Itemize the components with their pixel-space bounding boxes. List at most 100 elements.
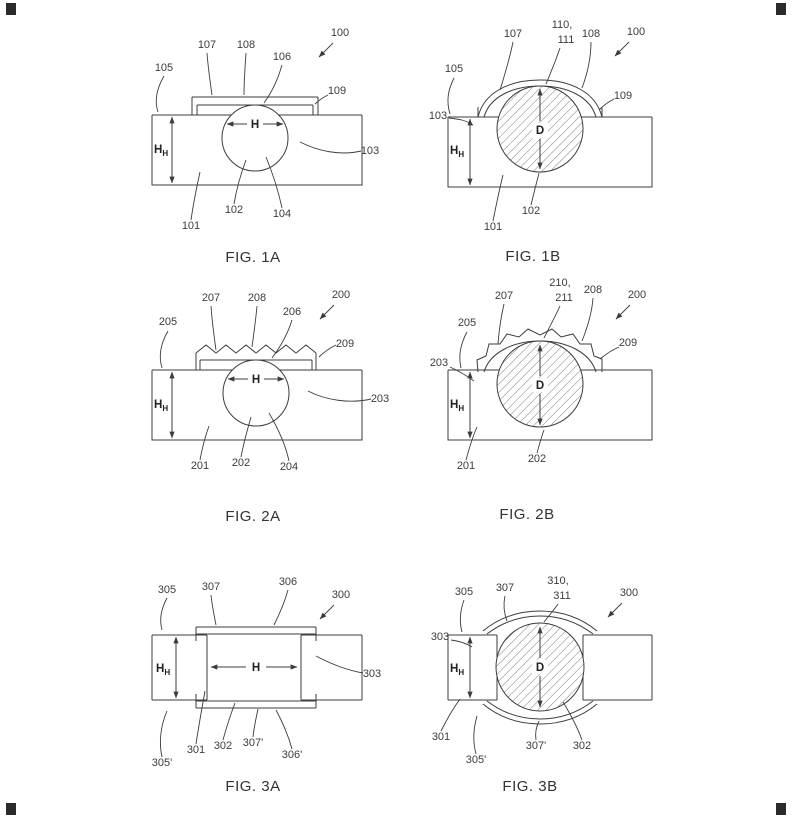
leader-305 <box>160 597 168 631</box>
leader-102 <box>233 159 247 205</box>
ref-label-100: 100 <box>331 27 349 39</box>
ref-label-109: 109 <box>614 90 632 102</box>
ref-label-205: 205 <box>159 316 177 328</box>
bottom-lid-outer <box>482 703 598 725</box>
corner-mark <box>6 803 16 815</box>
ref-arrow-300 <box>607 602 623 618</box>
ref-label-305p: 305' <box>152 757 172 769</box>
ref-label-211: 211 <box>555 292 573 304</box>
leader-101 <box>492 174 504 222</box>
leader-203 <box>449 366 475 382</box>
ref-label-200: 200 <box>332 289 350 301</box>
ref-label-103: 103 <box>429 110 447 122</box>
ref-label-205: 205 <box>458 317 476 329</box>
fig-caption-1a: FIG. 1A <box>225 249 280 266</box>
ref-label-105: 105 <box>445 63 463 75</box>
leader-307p <box>252 708 259 738</box>
dim-label-mask <box>532 660 548 674</box>
ref-arrow-100 <box>318 42 334 58</box>
leader-206 <box>271 319 293 359</box>
lid-inner <box>483 340 597 373</box>
leader-105 <box>155 75 165 113</box>
figure-3b: 303 305 307 310, 311 300 301 305' 307' 3… <box>431 575 653 795</box>
ref-label-305: 305 <box>455 586 473 598</box>
leader-109 <box>598 98 615 111</box>
ref-label-204: 204 <box>280 461 298 473</box>
bottom-plate <box>195 694 317 709</box>
figure-2b: 205 203 207 210, 211 208 200 209 201 202… <box>430 277 653 523</box>
ref-arrow-200 <box>319 304 335 320</box>
leader-108 <box>243 52 247 96</box>
ref-label-105: 105 <box>155 62 173 74</box>
ref-arrow-200 <box>615 304 631 320</box>
dim-label-d: D <box>536 380 544 392</box>
lid-inner <box>483 85 597 118</box>
ref-label-307: 307 <box>496 582 514 594</box>
dim-label-d: D <box>536 125 544 137</box>
ref-label-300: 300 <box>332 589 350 601</box>
leader-109 <box>314 94 329 105</box>
ref-label-210: 210, <box>549 277 570 289</box>
lid-end-ticks <box>195 353 317 370</box>
ref-label-107: 107 <box>504 28 522 40</box>
corner-mark <box>776 3 786 15</box>
ref-label-302: 302 <box>573 740 591 752</box>
leader-103 <box>448 117 474 126</box>
ref-label-104: 104 <box>273 208 291 220</box>
substrate-outline <box>151 370 363 441</box>
droplet-dome <box>222 359 290 427</box>
droplet-outline <box>495 622 585 712</box>
ref-label-306: 306 <box>279 576 297 588</box>
ref-label-203: 203 <box>430 357 448 369</box>
dim-label-mask <box>532 123 548 138</box>
corner-mark <box>6 3 16 15</box>
ref-label-108: 108 <box>237 39 255 51</box>
ref-label-307p: 307' <box>243 737 263 749</box>
leader-201 <box>465 426 478 461</box>
substrate-left-block <box>447 634 498 701</box>
dim-label-h: H <box>252 662 260 674</box>
ref-label-311: 311 <box>553 590 571 602</box>
leader-301 <box>195 690 206 745</box>
leader-201 <box>199 425 210 461</box>
ref-label-106: 106 <box>273 51 291 63</box>
leader-302 <box>562 701 583 741</box>
fig-caption-3a: FIG. 3A <box>225 778 280 795</box>
ref-label-301: 301 <box>187 744 205 756</box>
leader-305 <box>459 599 465 633</box>
ref-label-201: 201 <box>457 460 475 472</box>
dim-label-h: H <box>251 119 259 131</box>
ref-label-108: 108 <box>582 28 600 40</box>
ref-label-111: 111 <box>558 34 575 46</box>
substrate-outline <box>151 115 363 186</box>
top-lid-inner <box>486 615 594 635</box>
leader-205 <box>159 330 169 369</box>
leader-305p <box>473 715 478 755</box>
leader-108 <box>581 41 592 89</box>
ref-label-303: 303 <box>363 668 381 680</box>
leader-106 <box>263 64 283 104</box>
leader-105 <box>447 77 455 115</box>
ref-label-102: 102 <box>522 205 540 217</box>
droplet-dome <box>221 104 289 172</box>
ref-label-302: 302 <box>214 740 232 752</box>
ref-label-102: 102 <box>225 204 243 216</box>
ref-label-208: 208 <box>584 284 602 296</box>
leader-306 <box>273 589 289 626</box>
leader-306p <box>275 709 293 750</box>
ref-label-206: 206 <box>283 306 301 318</box>
ref-label-300: 300 <box>620 587 638 599</box>
leader-202 <box>536 429 545 454</box>
fig-caption-3b: FIG. 3B <box>502 778 557 795</box>
fig-caption-2a: FIG. 2A <box>225 508 280 525</box>
top-lid-outer <box>482 610 598 632</box>
leader-204 <box>268 412 290 462</box>
figure-1b: 105 103 107 110, 111 108 100 109 101 102… <box>429 19 653 265</box>
ref-label-101: 101 <box>182 220 200 232</box>
lid-zigzag <box>476 328 603 373</box>
ref-label-201: 201 <box>191 460 209 472</box>
dim-label-d: D <box>536 662 544 674</box>
leader-110-111 <box>545 47 561 85</box>
figure-1a: 100 105 107 108 106 109 103 101 102 104 … <box>151 27 379 266</box>
